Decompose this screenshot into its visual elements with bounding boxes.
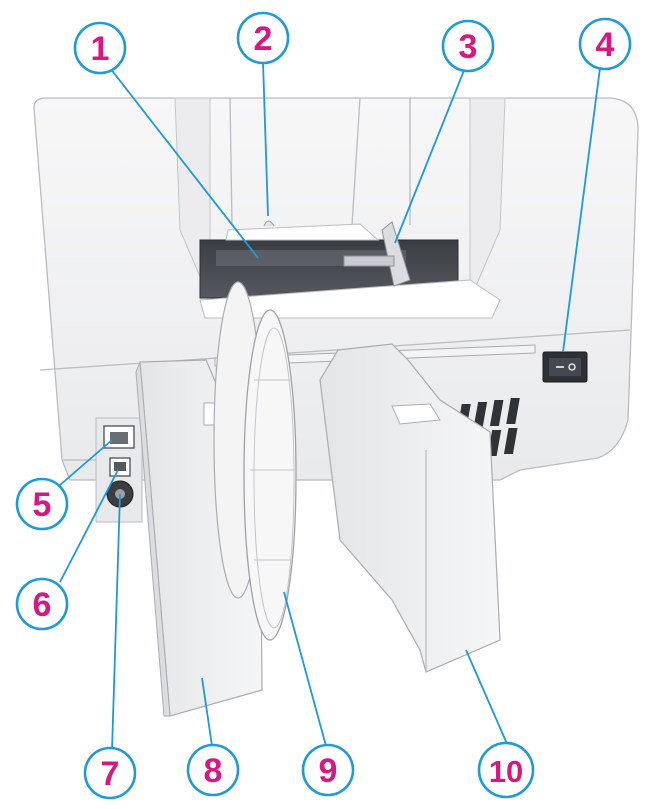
right-roll-guide xyxy=(319,343,501,673)
leader-5 xyxy=(59,439,113,486)
callout-8-label: 8 xyxy=(204,752,223,790)
callout-5-label: 5 xyxy=(33,486,52,524)
callout-3-label: 3 xyxy=(459,28,478,66)
power-switch xyxy=(542,351,588,383)
top-paper-guide xyxy=(225,220,380,241)
label-width-guide xyxy=(343,221,411,287)
callout-3: 3 xyxy=(441,19,495,73)
leader-3 xyxy=(394,67,466,244)
leader-4 xyxy=(562,67,601,353)
ethernet-port xyxy=(103,425,135,449)
callout-6-label: 6 xyxy=(33,586,52,624)
leader-10 xyxy=(465,649,509,747)
callout-8: 8 xyxy=(186,743,240,797)
callout-10-label: 10 xyxy=(489,754,523,789)
callout-1-label: 1 xyxy=(91,30,110,68)
callout-5: 5 xyxy=(15,477,69,531)
leader-lines xyxy=(59,61,601,751)
callout-7-label: 7 xyxy=(101,755,120,793)
callout-9-label: 9 xyxy=(319,752,338,790)
leader-1 xyxy=(109,67,259,259)
callout-4-label: 4 xyxy=(596,26,615,64)
callout-1: 1 xyxy=(73,21,127,75)
usb-port xyxy=(109,457,131,477)
callout-2-label: 2 xyxy=(254,20,273,58)
roll-hub-disk-front xyxy=(243,309,297,641)
callout-4: 4 xyxy=(578,17,632,71)
callout-9: 9 xyxy=(301,743,355,797)
callout-10: 10 xyxy=(477,741,535,799)
callout-6: 6 xyxy=(15,577,69,631)
callout-2: 2 xyxy=(236,11,290,65)
leader-8 xyxy=(201,677,213,747)
leader-6 xyxy=(59,469,119,583)
leader-2 xyxy=(262,61,269,217)
leader-9 xyxy=(283,591,327,747)
leader-7 xyxy=(111,493,121,751)
callout-7: 7 xyxy=(83,746,137,800)
port-panel xyxy=(95,417,143,523)
